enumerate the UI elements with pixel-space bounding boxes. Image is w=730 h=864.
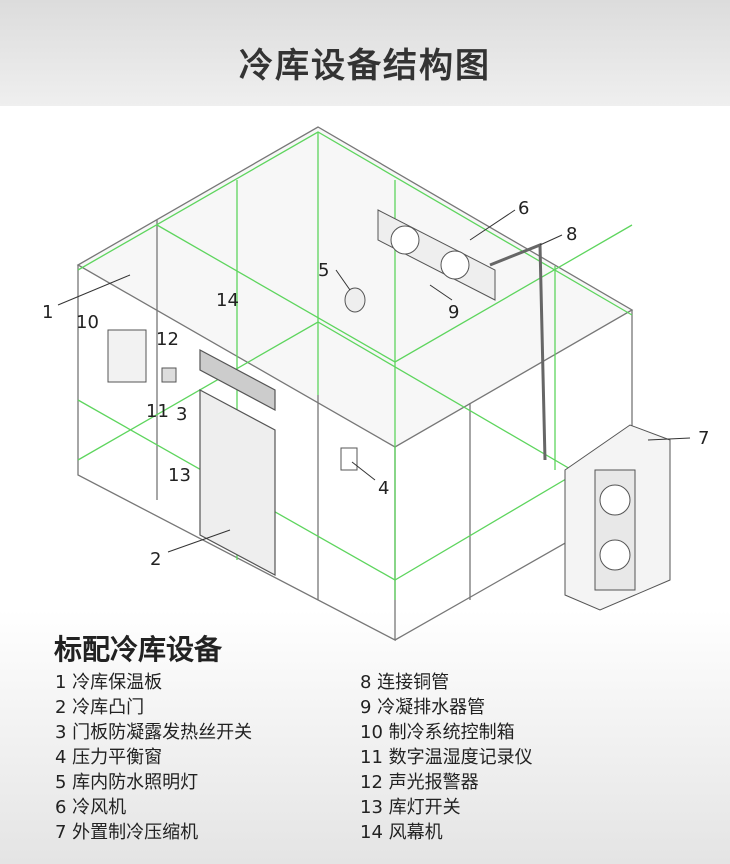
legend-item: 13 库灯开关 [360,797,461,818]
thermometer [161,367,177,383]
legend-item: 10 制冷系统控制箱 [360,722,515,743]
legend-item: 11 数字温湿度记录仪 [360,747,533,768]
legend-title: 标配冷库设备 [54,633,223,666]
callout-9: 9 [448,302,459,323]
legend-item: 6 冷风机 [55,797,127,818]
callout-5: 5 [318,260,329,281]
frame-lines [77,131,633,600]
lamp [344,287,366,313]
legend-item: 5 库内防水照明灯 [55,772,199,793]
page-title: 冷库设备结构图 [239,46,491,86]
callout-7: 7 [698,428,709,449]
legend-left-column: 1 冷库保温板 2 冷库凸门 3 门板防凝露发热丝开关 4 压力平衡窗 5 库内… [55,670,252,845]
callout-2: 2 [150,549,161,570]
legend-item: 9 冷凝排水器管 [360,697,486,718]
callout-4: 4 [378,478,389,499]
evaporator [377,209,496,301]
legend-item: 12 声光报警器 [360,772,479,793]
callout-13: 13 [168,465,191,486]
leader-lines [57,209,691,553]
legend-item: 14 风幕机 [360,822,443,843]
legend-background [0,610,730,864]
callout-6: 6 [518,198,529,219]
door [199,349,276,576]
callout-12: 12 [156,329,179,350]
compressor [564,424,671,611]
legend-item: 2 冷库凸门 [55,697,145,718]
legend-item: 7 外置制冷压缩机 [55,822,199,843]
control-box [107,329,147,383]
callout-8: 8 [566,224,577,245]
callout-11: 11 [146,401,169,422]
header-band [0,0,730,106]
legend-item: 4 压力平衡窗 [55,747,163,768]
legend-right-column: 8 连接铜管 9 冷凝排水器管 10 制冷系统控制箱 11 数字温湿度记录仪 1… [360,670,533,845]
legend-item: 8 连接铜管 [360,672,450,693]
legend-item: 1 冷库保温板 [55,672,163,693]
callout-1: 1 [42,302,53,323]
callout-14: 14 [216,290,239,311]
pressure-window [340,447,358,471]
legend-item: 3 门板防凝露发热丝开关 [55,722,253,743]
callout-10: 10 [76,312,99,333]
callout-3: 3 [176,404,187,425]
